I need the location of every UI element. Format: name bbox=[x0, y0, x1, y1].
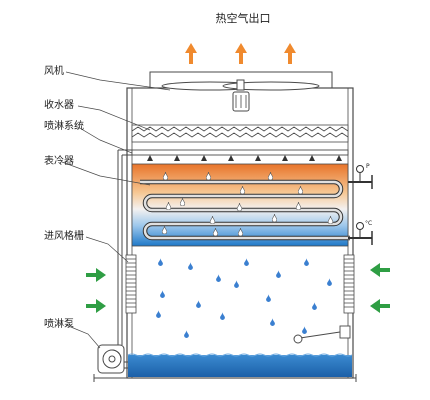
air-arrow-icon bbox=[86, 299, 106, 313]
air-arrow-icon bbox=[370, 263, 390, 277]
air-inlet-grille-right bbox=[343, 254, 355, 314]
air-inlet-grille-left bbox=[125, 254, 137, 314]
air-arrow-icon bbox=[185, 43, 197, 64]
air-arrow-icon bbox=[86, 268, 106, 282]
motor-icon bbox=[232, 91, 250, 112]
spray-riser-pipe bbox=[117, 149, 132, 345]
air-arrow-icon bbox=[284, 43, 296, 64]
float-valve bbox=[293, 325, 351, 344]
gauge-top-label: P bbox=[366, 163, 370, 170]
spray-header bbox=[131, 149, 349, 161]
collector-label: 收水器 bbox=[44, 100, 74, 111]
air-arrow-icon bbox=[370, 299, 390, 313]
tower-base bbox=[93, 374, 357, 382]
pump-icon bbox=[97, 344, 128, 374]
cooler-label: 表冷器 bbox=[44, 156, 74, 167]
hot-air-outlet-arrows bbox=[185, 43, 296, 64]
fan-icon bbox=[161, 79, 320, 91]
fan-label: 风机 bbox=[44, 66, 64, 77]
pressure-gauge-icon: P bbox=[356, 163, 370, 182]
water-basin bbox=[128, 355, 352, 377]
inlet-grille-label: 进风格栅 bbox=[44, 231, 84, 242]
thermometer-icon: °C bbox=[356, 220, 372, 238]
spray-pump-label: 喷淋泵 bbox=[44, 319, 74, 330]
leader-lines bbox=[61, 71, 171, 349]
air-arrow-icon bbox=[235, 43, 247, 64]
hot-air-outlet-label: 热空气出口 bbox=[216, 11, 271, 25]
drift-eliminator bbox=[131, 124, 349, 143]
air-inlet-arrows bbox=[86, 263, 390, 313]
gauge-bottom-label: °C bbox=[365, 220, 372, 227]
spray-system-label: 喷淋系统 bbox=[44, 121, 84, 132]
